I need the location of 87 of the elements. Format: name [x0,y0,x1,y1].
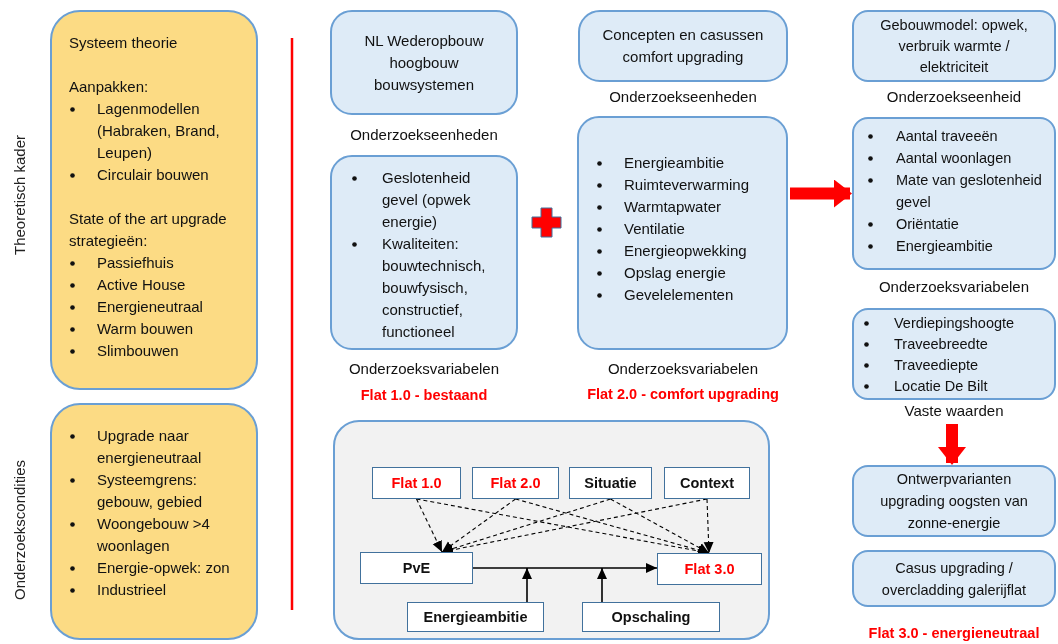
box-caption: Onderzoeksvariabelen [878,278,1030,296]
arrow [609,498,710,554]
arrow [441,498,517,553]
node-text: State of the art upgrade strategieën: [69,210,227,249]
arrow [597,567,607,603]
list-item: Energieopwekking [624,242,747,259]
label-box [657,553,762,585]
list-item: Industrieel [97,581,167,598]
arrow [703,498,714,554]
rounded-box [578,10,788,82]
list-item: Verdiepingshoogte [894,315,1015,331]
list-item: Energieambitie [624,154,725,171]
rounded-box [852,308,1056,400]
list-item: Warmtapwater [624,198,721,215]
node-text: PvE [402,560,431,576]
rounded-box [852,10,1056,82]
list-item: Systeemgrens: gebouw, gebied [97,471,203,510]
node-text: Ontwerpvarianten upgrading oogsten van zonne-energie [880,471,1028,531]
list-item: Warm bouwen [97,320,194,337]
list-item: Ventilatie [624,220,685,237]
block-arrow [938,424,966,465]
node-text: Energieambitie [423,609,528,625]
node-text: Flat 1.0 [391,475,442,491]
rounded-box [330,10,518,115]
node-text: NL Wederopbouw hoogbouw bouwsystemen [364,31,484,93]
side-label: Theoretisch kader [11,134,29,256]
box-caption: Onderzoekseenheden [609,88,757,106]
rounded-box [50,10,258,390]
list-item: Slimbouwen [97,342,179,359]
column-title: Flat 1.0 - bestaand [360,386,488,404]
side-label: Onderzoekscondities [11,459,29,601]
list-item: Kwaliteiten: bouwtechnisch, bouwfysisch, constructief, functioneel [382,235,486,340]
label-box [664,467,750,499]
node-text: Flat 3.0 [684,561,735,577]
arrow [472,563,658,573]
label-box [372,467,461,499]
label-box [582,602,720,632]
arrow [522,567,532,603]
list-item: Upgrade naar energieneutraal [97,427,202,466]
rounded-box [330,155,518,350]
list-item: Passiefhuis [97,254,174,271]
list-item: Energie-opwek: zon [97,559,230,576]
node-text: Context [680,475,734,491]
node-text: Flat 2.0 [490,475,541,491]
node-text: Situatie [584,475,637,491]
list-item: Locatie De Bilt [894,378,988,394]
list-item: Traveebreedte [894,336,988,352]
column-title: Flat 3.0 - energieneutraal [868,624,1040,642]
node-text: Aanpakken: [69,78,149,95]
list-item: Energieneutraal [97,298,203,315]
list-item: Aantal traveeën [896,128,998,144]
group-panel [333,420,770,640]
label-box [407,602,544,632]
list-item: Ruimteverwarming [624,176,750,193]
rounded-box [577,116,788,350]
list-item: Circulair bouwen [97,166,209,183]
rounded-box [852,465,1056,537]
list-item: Geslotenheid gevel (opwek energie) [382,169,471,230]
list-item: Lagenmodellen (Habraken, Brand, Leupen) [97,100,220,161]
rounded-box [852,117,1056,270]
list-item: Traveediepte [894,357,979,373]
arrow [415,498,443,553]
list-item: Aantal woonlagen [896,150,1012,166]
list-item: Active House [97,276,186,293]
node-text: Systeem theorie [69,34,178,51]
label-box [569,467,652,499]
rounded-box [852,550,1056,607]
list-item: Opslag energie [624,264,726,281]
node-text: Casus upgrading / overcladding galerijflat [881,559,1027,598]
list-item: Oriëntatie [896,216,959,232]
node-text: Concepten en casussen comfort upgrading [602,26,764,65]
label-box [472,467,559,499]
label-box [360,552,473,584]
node-text: Opschaling [611,609,691,625]
box-caption: Onderzoekseenheden [350,126,498,144]
list-item: Gevelelementen [624,286,734,303]
column-title: Flat 2.0 - comfort upgrading [587,385,779,403]
box-caption: Onderzoekseenheid [886,88,1022,106]
box-caption: Vaste waarden [904,402,1004,420]
node-text: Gebouwmodel: opwek, verbruik warmte / elektriciteit [880,16,1028,75]
list-item: Energieambitie [896,238,993,254]
list-item: Mate van geslotenheid gevel [896,172,1042,210]
rounded-box [50,403,258,640]
block-arrow [790,179,852,208]
box-caption: Onderzoeksvariabelen [348,360,500,378]
list-item: Woongebouw >4 woonlagen [97,515,210,554]
box-caption: Onderzoeksvariabelen [607,360,759,378]
